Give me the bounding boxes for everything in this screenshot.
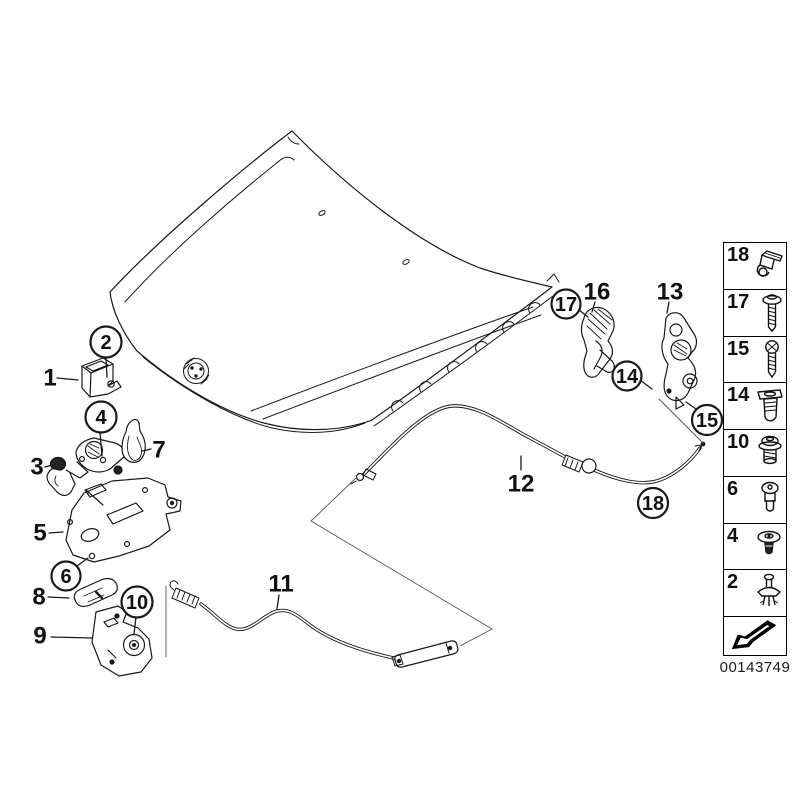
hood-hinge-right-part-13 (661, 312, 698, 410)
hood-rear-edge-inner (373, 295, 554, 427)
connector-lines (165, 398, 704, 658)
callout-10[interactable]: 10 (120, 585, 154, 619)
shoulder-bolt-icon (761, 481, 779, 512)
legend-row-18[interactable]: 18 (724, 243, 786, 290)
bowden-cable-rear-part-12 (350, 404, 706, 485)
loop-hook-part-7 (121, 418, 146, 463)
release-handle-part-3 (46, 456, 89, 497)
part-label-11[interactable]: 11 (268, 571, 293, 598)
phillips-screw-icon (765, 339, 779, 378)
legend-row-4[interactable]: 4 (724, 523, 786, 571)
callout-6-number: 6 (60, 566, 71, 588)
hood-apex-curl (287, 136, 300, 145)
legend-row-10[interactable]: 10 (724, 430, 786, 477)
callout-4[interactable]: 4 (84, 400, 118, 434)
hood-left-inner-band (124, 156, 295, 303)
part-labels: 1 3 5 7 8 9 11 12 13 16 (30, 279, 683, 650)
part-label-5[interactable]: 5 (33, 520, 46, 547)
part-label-3[interactable]: 3 (30, 454, 43, 481)
cable-coil-fitting (171, 587, 200, 609)
washer-nozzle-marks (318, 210, 410, 265)
legend-row-2[interactable]: 2 (724, 570, 786, 617)
hood-seal-bracket-part-1 (81, 357, 122, 398)
legend-number-17: 17 (727, 290, 750, 313)
callout-15-number: 15 (696, 410, 718, 432)
legend-row-14[interactable]: 14 (724, 383, 786, 430)
callout-circles: 2 4 6 10 14 15 (50, 288, 724, 619)
leader-lines (44, 301, 697, 639)
washer-screw-icon (762, 294, 782, 332)
part-label-9[interactable]: 9 (33, 623, 46, 650)
callout-14[interactable]: 14 (611, 360, 643, 392)
part-label-8[interactable]: 8 (32, 584, 45, 611)
callout-14-number: 14 (616, 366, 639, 388)
part-label-16[interactable]: 16 (584, 279, 611, 306)
bmw-roundel-emblem (183, 357, 210, 385)
callout-15[interactable]: 15 (690, 403, 724, 437)
callout-17-number: 17 (555, 294, 577, 316)
lock-support-plate-part-5 (65, 465, 182, 563)
callout-6[interactable]: 6 (50, 560, 82, 592)
part-label-7[interactable]: 7 (152, 437, 165, 464)
legend-row-17[interactable]: 17 (724, 289, 786, 337)
legend-number-15: 15 (727, 337, 750, 360)
cable-sleeve (394, 640, 459, 668)
callout-18[interactable]: 18 (636, 486, 670, 520)
bowden-cable-front-part-11 (169, 580, 459, 668)
striker-wedge-part-8 (73, 577, 118, 608)
part-label-1[interactable]: 1 (43, 365, 56, 392)
legend-number-4: 4 (727, 524, 739, 547)
legend-number-14: 14 (727, 384, 750, 407)
legend-number-6: 6 (727, 477, 739, 500)
hood-edge-clips (391, 302, 541, 412)
legend-number-10: 10 (727, 431, 750, 453)
hood-outer-edge (109, 130, 553, 431)
hood-crease-line-1 (250, 306, 534, 412)
direction-arrow-icon (731, 620, 777, 650)
cable-grommet-ball (581, 458, 597, 474)
callout-18-number: 18 (642, 493, 664, 515)
expansion-rivet-icon (757, 573, 781, 607)
callout-17[interactable]: 17 (550, 288, 582, 320)
washer-bolt-icon (758, 435, 782, 465)
legend-row-6[interactable]: 6 (724, 476, 786, 524)
hood-corner-notch (546, 273, 560, 283)
legend-number-2: 2 (727, 571, 739, 594)
legend-row-arrow (724, 617, 786, 655)
grommet-bolt-icon (757, 530, 781, 554)
callout-10-number: 10 (126, 592, 148, 614)
part-label-12[interactable]: 12 (508, 471, 535, 498)
callout-2-number: 2 (100, 332, 111, 354)
hood-hinge-left-part-16 (580, 306, 615, 378)
callout-4-number: 4 (95, 407, 107, 429)
hood-crease-line-2 (262, 314, 542, 420)
fastener-legend: 18 17 15 (723, 242, 787, 656)
legend-number-18: 18 (727, 244, 750, 266)
hood-front-inner-edge (142, 356, 366, 433)
legend-row-15[interactable]: 15 (724, 336, 786, 384)
diagram-code: 00143749 (719, 659, 791, 676)
hood-panel-outline (109, 130, 560, 433)
part-label-13[interactable]: 13 (657, 279, 684, 306)
hood-lock-part-9 (91, 605, 153, 677)
hinge-base-plate-part-4 (75, 437, 125, 473)
cable-adjuster-fitting (561, 454, 584, 473)
cable-clip-icon (756, 250, 783, 277)
expanding-nut-icon (757, 389, 783, 422)
callout-2[interactable]: 2 (89, 325, 123, 359)
